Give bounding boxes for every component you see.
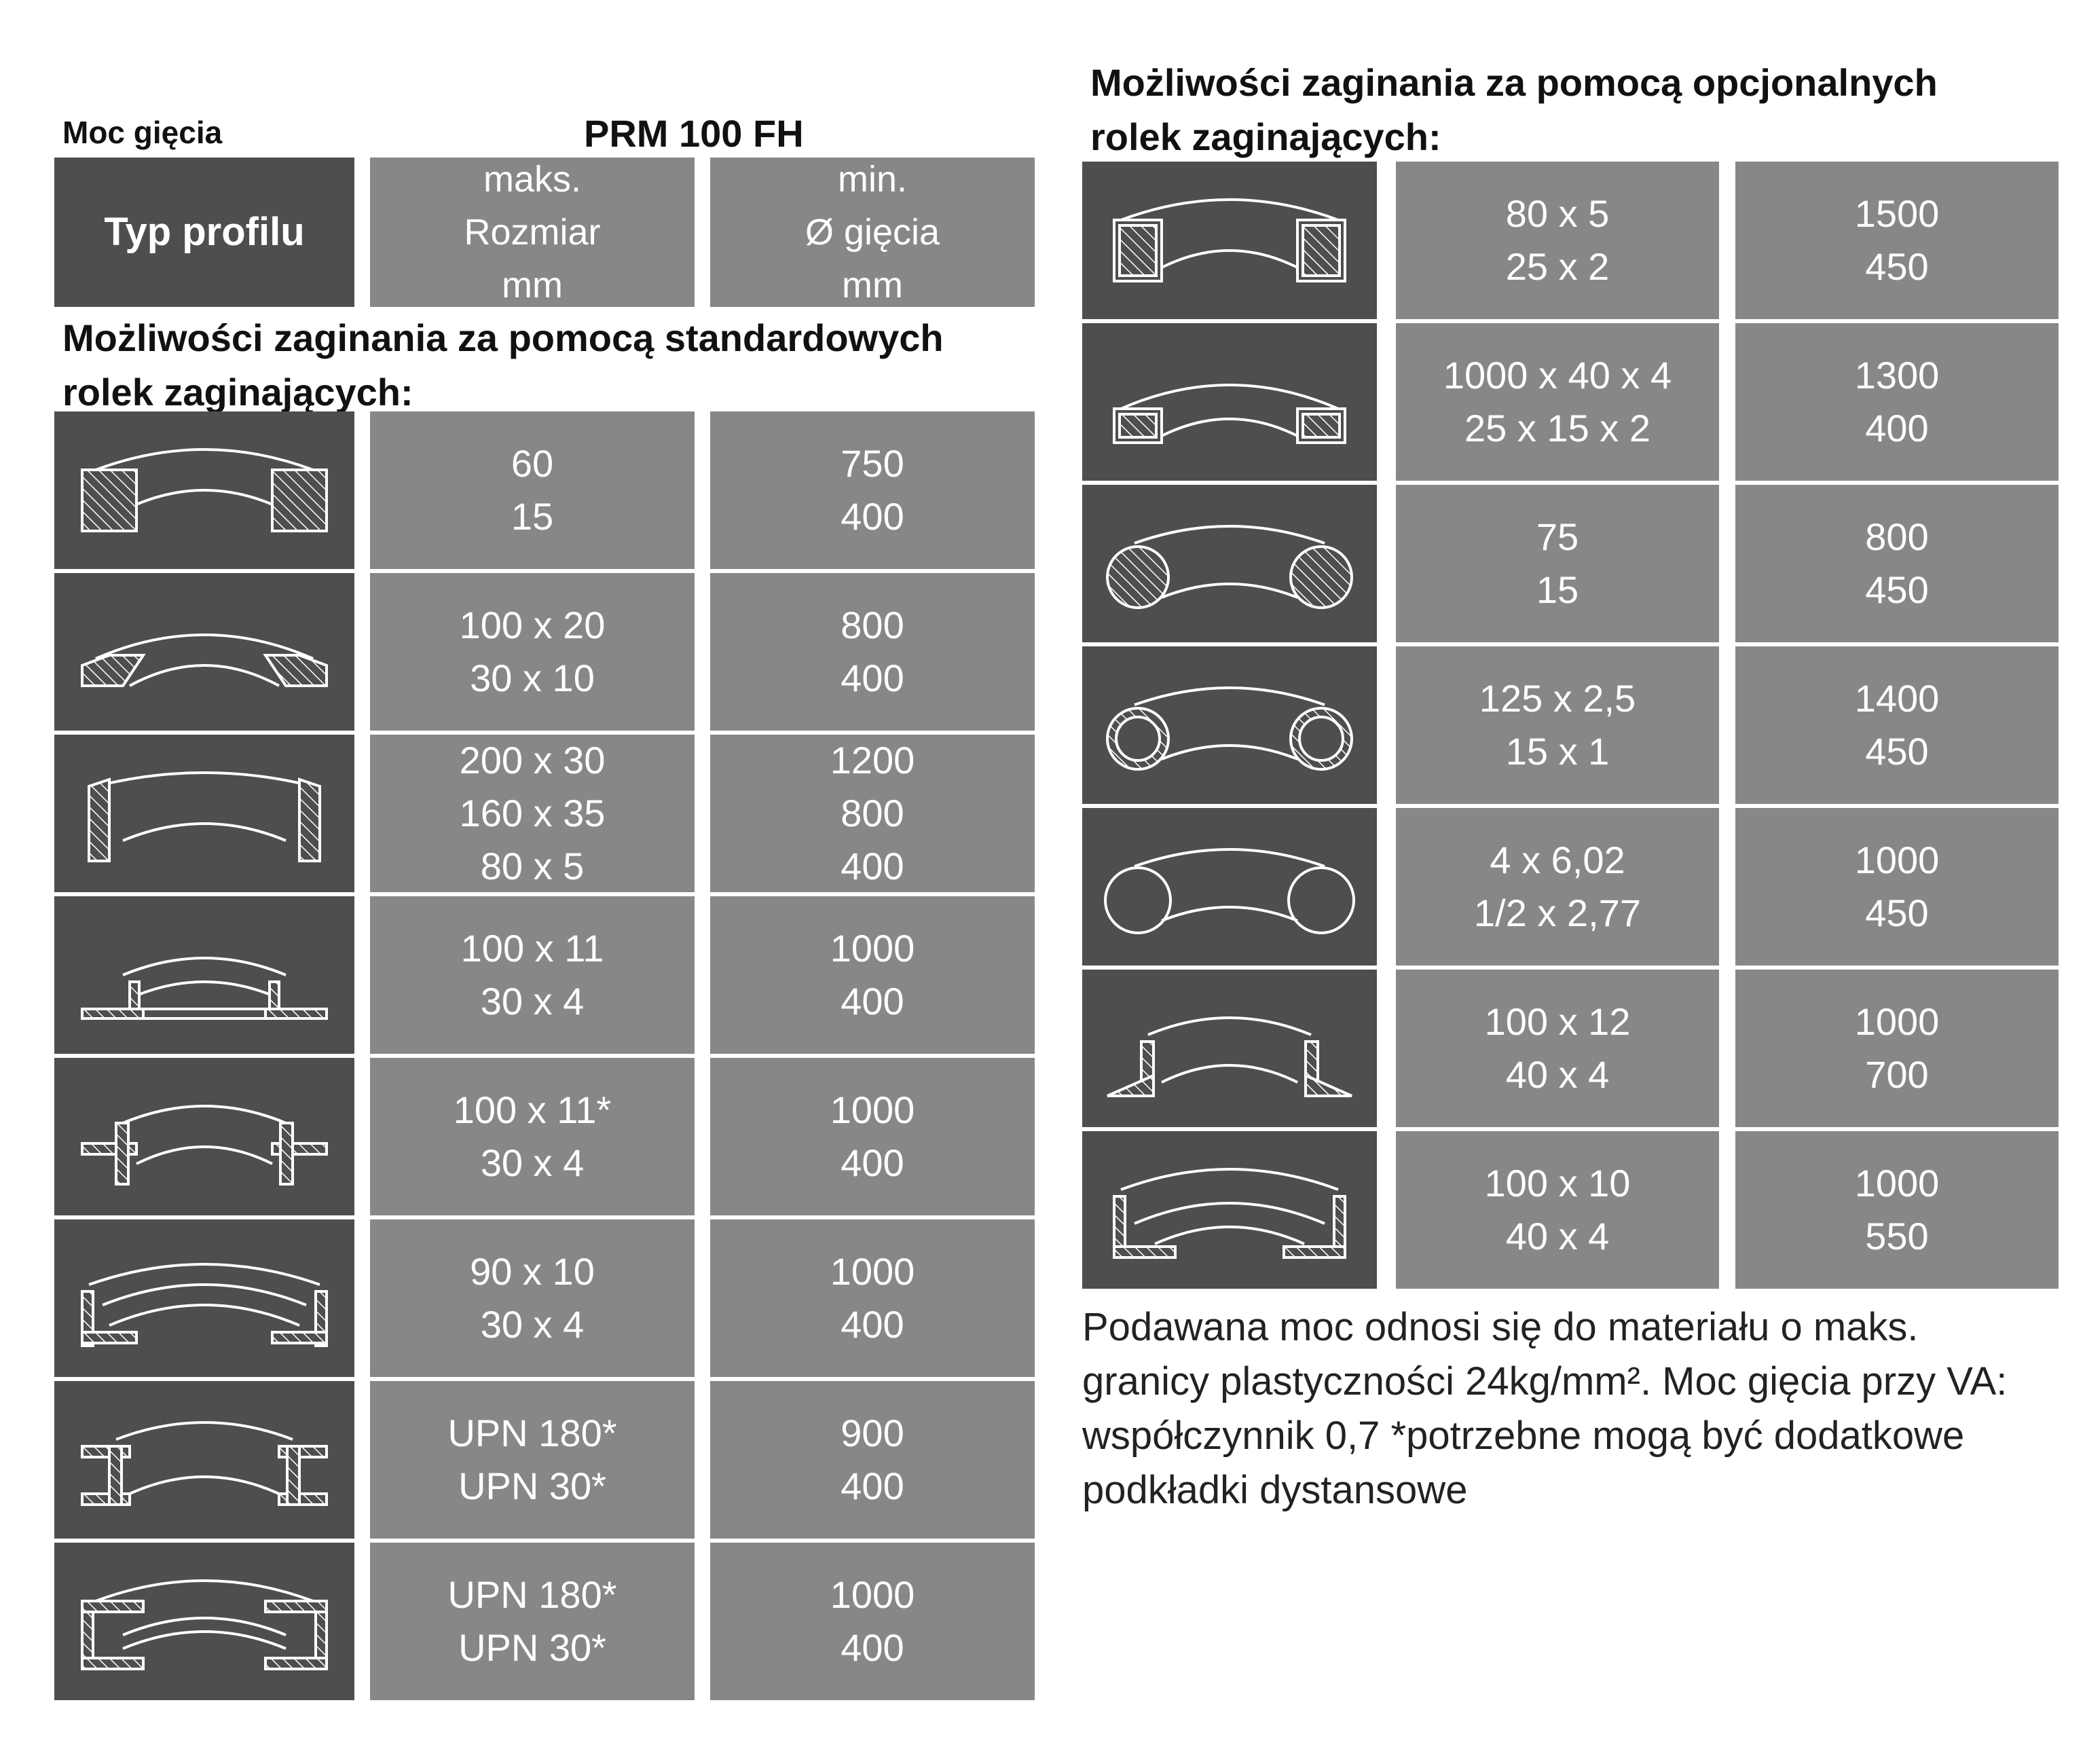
bending-power-label: Moc gięcia — [62, 115, 223, 150]
column-header-min-diameter: min. Ø gięcia mm — [710, 158, 1035, 307]
standard-rollers-title: Możliwości zaginania za pomocą standardo… — [62, 316, 944, 414]
max-size-cell: UPN 180* UPN 30* — [370, 1381, 695, 1539]
min-diameter-cell: 900 400 — [710, 1381, 1035, 1539]
max-size-cell: 100 x 20 30 x 10 — [370, 573, 695, 731]
angle-flange-in-section-icon — [1082, 1131, 1377, 1289]
min-diameter-cell: 800 450 — [1735, 485, 2059, 642]
column-header-max-size: maks. Rozmiar mm — [370, 158, 695, 307]
min-diameter-cell: 1000 400 — [710, 1058, 1035, 1215]
rectangular-tube-section-icon — [1082, 323, 1377, 481]
max-size-cell: 80 x 5 25 x 2 — [1396, 162, 1719, 319]
t-profile-web-in-section-icon — [54, 1058, 354, 1215]
min-diameter-cell: 1500 450 — [1735, 162, 2059, 319]
angle-profile-section-icon — [54, 1219, 354, 1377]
min-diameter-cell: 1000 400 — [710, 1219, 1035, 1377]
min-diameter-cell: 1000 550 — [1735, 1131, 2059, 1289]
min-diameter-cell: 1300 400 — [1735, 323, 2059, 481]
min-diameter-cell: 1400 450 — [1735, 646, 2059, 804]
t-profile-flange-out-section-icon — [54, 896, 354, 1054]
angle-flange-out-section-icon — [1082, 970, 1377, 1127]
flat-bar-section-icon — [54, 573, 354, 731]
min-diameter-cell: 1000 400 — [710, 1543, 1035, 1700]
min-diameter-cell: 1000 450 — [1735, 808, 2059, 966]
upn-channel-open-in-icon — [54, 1543, 354, 1700]
max-size-cell: 200 x 30 160 x 35 80 x 5 — [370, 735, 695, 892]
min-diameter-cell: 800 400 — [710, 573, 1035, 731]
max-size-cell: 100 x 12 40 x 4 — [1396, 970, 1719, 1127]
max-size-cell: 1000 x 40 x 4 25 x 15 x 2 — [1396, 323, 1719, 481]
max-size-cell: 4 x 6,02 1/2 x 2,77 — [1396, 808, 1719, 966]
min-diameter-cell: 1200 800 400 — [710, 735, 1035, 892]
max-size-cell: 75 15 — [1396, 485, 1719, 642]
footnote: Podawana moc odnosi się do materiału o m… — [1082, 1305, 2008, 1512]
model-name: PRM 100 FH — [584, 112, 804, 155]
round-bar-section-icon — [1082, 485, 1377, 642]
max-size-cell: UPN 180* UPN 30* — [370, 1543, 695, 1700]
max-size-cell: 125 x 2,5 15 x 1 — [1396, 646, 1719, 804]
max-size-cell: 100 x 11* 30 x 4 — [370, 1058, 695, 1215]
min-diameter-cell: 750 400 — [710, 411, 1035, 569]
column-header-profile-type: Typ profilu — [54, 158, 354, 307]
rectangle-bar-section-icon — [54, 411, 354, 569]
flat-bar-upright-section-icon — [54, 735, 354, 892]
min-diameter-cell: 1000 700 — [1735, 970, 2059, 1127]
upn-channel-web-vertical-icon — [54, 1381, 354, 1539]
optional-rollers-title: Możliwości zaginania za pomocą opcjonaln… — [1090, 61, 1938, 158]
max-size-cell: 100 x 10 40 x 4 — [1396, 1131, 1719, 1289]
pipe-section-icon — [1082, 808, 1377, 966]
round-tube-section-icon — [1082, 646, 1377, 804]
min-diameter-cell: 1000 400 — [710, 896, 1035, 1054]
max-size-cell: 90 x 10 30 x 4 — [370, 1219, 695, 1377]
max-size-cell: 100 x 11 30 x 4 — [370, 896, 695, 1054]
max-size-cell: 60 15 — [370, 411, 695, 569]
square-tube-section-icon — [1082, 162, 1377, 319]
